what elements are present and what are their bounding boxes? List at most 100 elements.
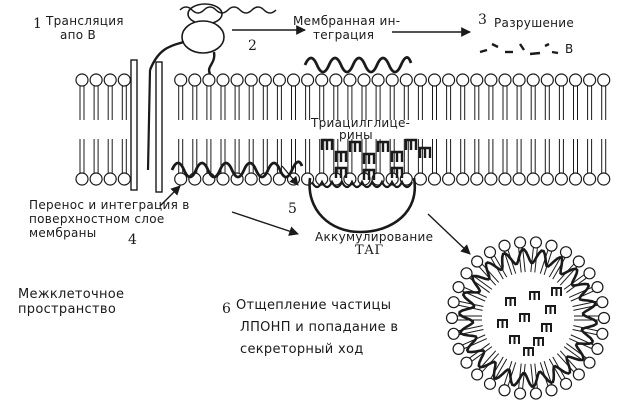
particle-tg-mark <box>551 287 562 296</box>
lipid-head <box>216 172 230 186</box>
step-number-2: 2 <box>248 38 257 54</box>
triglyceride-mark <box>362 152 376 164</box>
particle-tg-mark <box>519 313 530 322</box>
label-accumulation: Аккумулирование <box>315 230 434 244</box>
particle-lipid-head <box>498 239 511 252</box>
lipid-head <box>413 73 427 87</box>
step-number-6: 6 <box>222 301 231 317</box>
particle-lipid-head <box>447 296 460 309</box>
triglyceride-mark <box>334 166 348 178</box>
label-intercellular-line2: пространство <box>18 302 117 317</box>
triglyceride-mark <box>404 138 418 150</box>
label-triglycerides-line1: Триацилглице- <box>311 116 411 130</box>
lipid-head <box>244 73 258 87</box>
lipid-head <box>230 73 244 87</box>
lipid-head <box>427 73 442 87</box>
lipid-head <box>399 172 413 186</box>
label-integration-line1: Мембранная ин- <box>293 14 401 28</box>
tag-bulge-outline <box>308 177 417 234</box>
particle-lipid-head <box>559 246 573 259</box>
particle-lipid-head <box>452 342 465 356</box>
step-number-3: 3 <box>478 12 487 28</box>
lipid-head <box>597 73 611 87</box>
step-number-1: 1 <box>33 16 42 32</box>
lipid-head <box>89 73 103 87</box>
vldl-particle <box>445 236 611 400</box>
lipid-head <box>301 73 315 87</box>
lipid-head <box>568 73 583 87</box>
particle-lipid-head <box>596 327 609 340</box>
triglyceride-mark <box>362 168 376 180</box>
arrow-transfer <box>159 185 181 207</box>
label-integration-line2: теграция <box>313 28 375 42</box>
triglyceride-mark <box>320 138 334 150</box>
lipid-head <box>456 172 470 186</box>
apob-integrated-upper <box>303 56 413 74</box>
triglyceride-mark <box>348 140 362 152</box>
lipid-head <box>470 73 484 87</box>
particle-lipid-head <box>460 356 473 369</box>
lipid-head <box>343 73 357 87</box>
label-secretion-line1: Отщепление частицы <box>236 298 392 313</box>
particle-lipid-head <box>529 387 543 400</box>
particle-lipid-head <box>471 368 484 381</box>
particle-lipid-head <box>471 255 484 268</box>
particle-lipid-head <box>596 296 609 309</box>
lipid-head <box>75 73 89 87</box>
triglyceride-mark <box>418 146 432 158</box>
step-number-5: 5 <box>288 201 297 217</box>
particle-lipid-head <box>447 327 460 340</box>
lipid-head <box>512 172 526 186</box>
triglyceride-mark <box>390 150 404 162</box>
lipid-head <box>456 73 470 87</box>
lipid-head <box>89 172 103 186</box>
label-secretion-line3: секреторный ход <box>240 342 364 357</box>
lipid-head <box>512 73 526 87</box>
lipid-head <box>413 172 427 186</box>
tag-bulge-wave <box>311 179 413 189</box>
nascent-apob-chain-2 <box>207 51 216 75</box>
particle-lipid-head <box>545 239 558 252</box>
label-intercellular-line1: Межклеточное <box>18 287 125 302</box>
particle-tg-mark <box>529 291 540 300</box>
particle-lipid-head <box>572 255 585 268</box>
label-secretion-line2: ЛПОНП и попадание в <box>240 320 399 335</box>
label-fragment-b: B <box>565 42 574 56</box>
mrna-strand <box>179 6 277 14</box>
lipid-head <box>244 172 258 186</box>
lipid-head <box>357 73 371 87</box>
lipid-head <box>103 172 117 186</box>
translocon-left <box>130 59 138 191</box>
translocon-inner <box>146 69 152 171</box>
particle-lipid-head <box>513 236 527 249</box>
step-number-4: 4 <box>128 232 137 248</box>
triglyceride-mark <box>334 150 348 162</box>
lipid-head <box>484 172 498 186</box>
apob-integrated-lower <box>170 160 304 179</box>
lipid-head <box>174 73 188 87</box>
lipid-head <box>202 73 216 87</box>
lipid-head <box>399 73 413 87</box>
lipid-head <box>470 172 484 186</box>
lipid-head <box>427 172 442 186</box>
lipid-head <box>174 172 188 186</box>
lipid-head <box>582 73 597 87</box>
lipid-head <box>554 73 569 87</box>
particle-tg-mark <box>505 297 516 306</box>
lipid-head <box>554 172 569 186</box>
label-tag: ТАГ <box>355 243 384 258</box>
particle-lipid-head <box>483 377 497 390</box>
particle-lipid-head <box>597 311 611 325</box>
lipid-head <box>103 73 117 87</box>
particle-lipid-head <box>498 384 511 397</box>
lipid-head <box>442 172 456 186</box>
particle-tg-mark <box>509 335 520 344</box>
lipid-head <box>272 73 286 87</box>
label-transfer-line3: мембраны <box>29 226 97 240</box>
particle-tg-mark <box>523 347 534 356</box>
lipid-head <box>188 73 202 87</box>
lipid-head <box>526 172 540 186</box>
particle-lipid-head <box>513 387 527 400</box>
